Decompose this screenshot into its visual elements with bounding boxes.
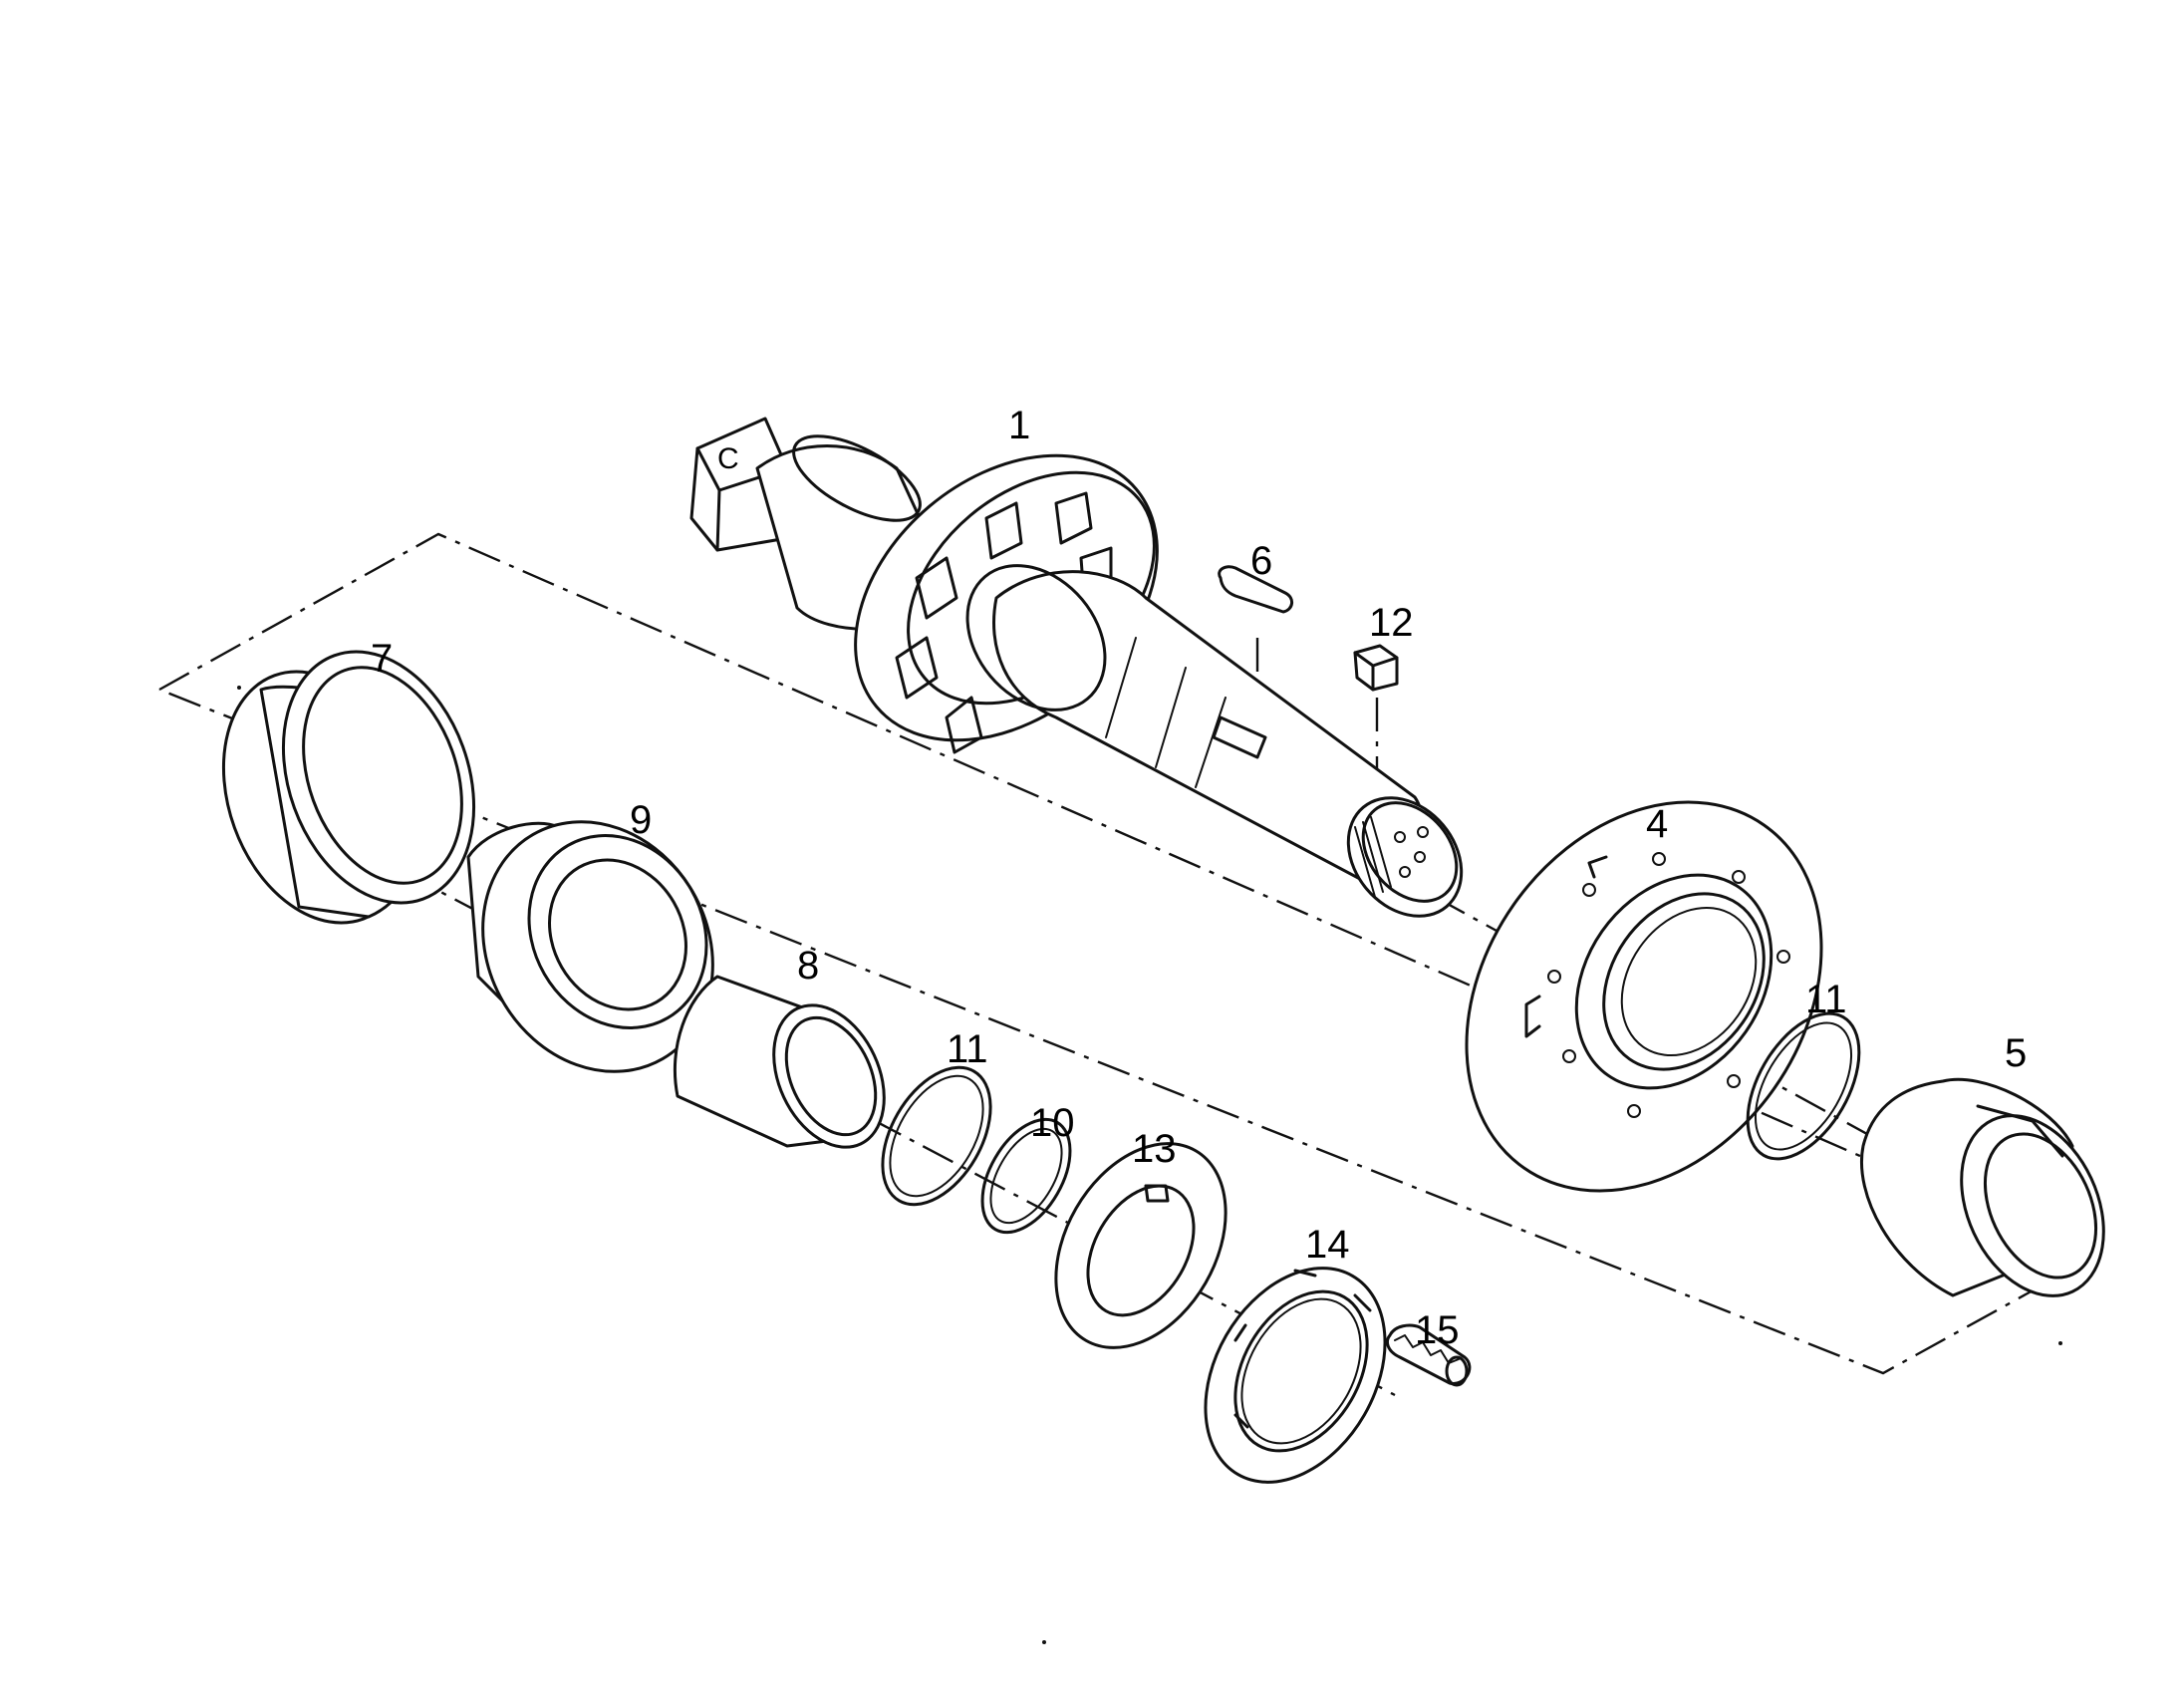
callout-10: 10 <box>1030 1101 1075 1145</box>
part-8-spacer-sleeve <box>673 975 886 1149</box>
part-12-key <box>1353 644 1399 692</box>
callout-13: 13 <box>1132 1127 1177 1171</box>
part-9-bearing-cone <box>466 820 714 1073</box>
callout-9: 9 <box>630 798 652 842</box>
callout-11-left: 11 <box>947 1027 988 1071</box>
callout-8: 8 <box>797 944 819 988</box>
part-11-snap-ring-right <box>1746 1011 1861 1161</box>
shaft-mark-label: C <box>717 442 739 475</box>
callout-14: 14 <box>1305 1223 1350 1267</box>
callout-15: 15 <box>1415 1308 1460 1352</box>
part-11-snap-ring-left <box>881 1065 992 1207</box>
part-6-key <box>1218 565 1293 614</box>
part-7-bearing-cup <box>221 650 476 925</box>
callout-11-right: 11 <box>1805 978 1847 1021</box>
part-5-outer-bearing <box>1860 1077 2105 1297</box>
part-1-axle-shaft: C <box>689 417 1464 918</box>
callout-6: 6 <box>1250 539 1272 583</box>
part-10-seal-ring <box>980 1117 1072 1235</box>
part-4-wheel-hub <box>1465 800 1823 1193</box>
part-15-set-screw <box>1386 1323 1472 1387</box>
callout-4: 4 <box>1646 802 1668 846</box>
part-14-slotted-nut <box>1204 1267 1387 1484</box>
callout-1: 1 <box>1008 404 1030 447</box>
callout-labels: 1 4 5 6 7 8 9 10 11 11 12 13 14 15 <box>371 404 2027 1352</box>
scan-specks <box>237 686 2062 1644</box>
callout-7: 7 <box>371 637 393 681</box>
callout-5: 5 <box>2005 1031 2027 1075</box>
part-13-thrust-washer <box>1054 1142 1228 1349</box>
callout-12: 12 <box>1369 601 1414 645</box>
